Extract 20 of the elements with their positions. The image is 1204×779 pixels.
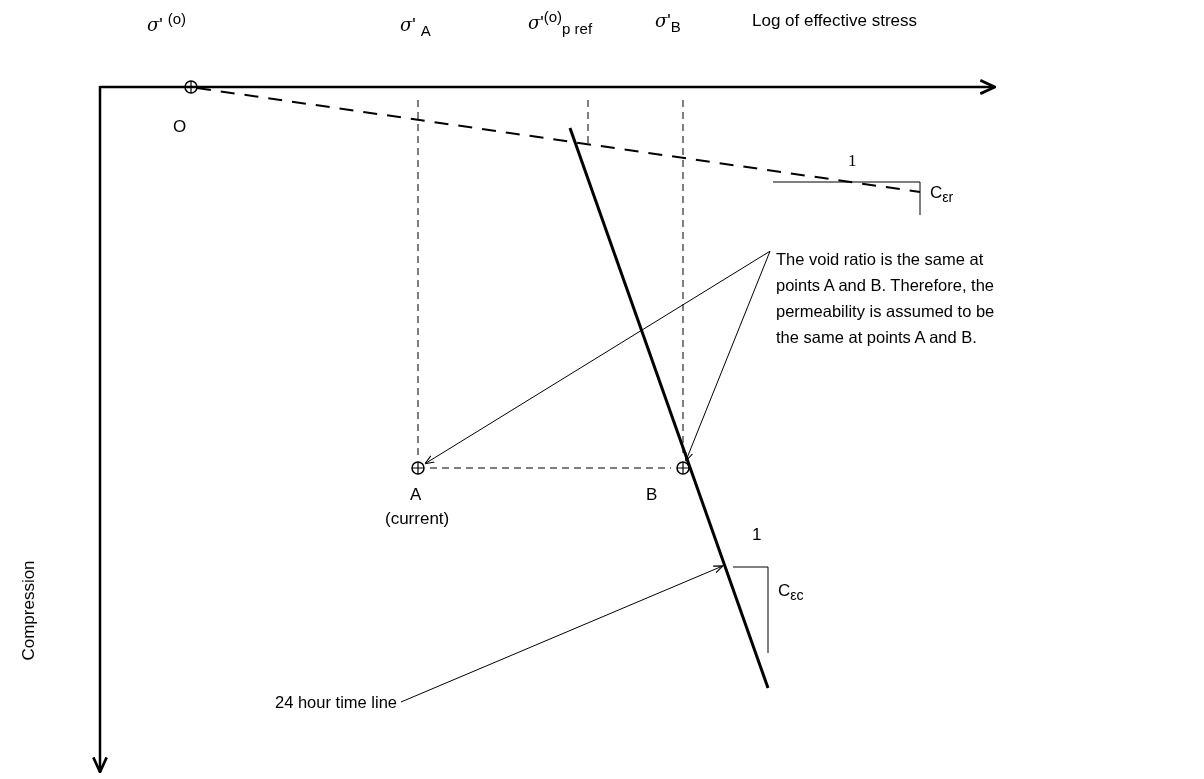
point-label: O [173,116,187,137]
slope-label: C$_{εr}$ [930,182,954,208]
annotation-text: The void ratio is the same at points A and B. Therefore, the permeability is assumed to be the same at points A and B. [776,246,1008,350]
point-label: (current) [385,508,450,529]
axis-title: Log of effective stress [752,10,918,31]
leader-line [685,250,771,462]
point-marker [411,461,425,475]
slope-label: 1 [752,524,762,545]
axis-tick-label: σ' $^{(o)}$ [147,9,187,36]
point-label: B [646,484,658,505]
slope-label: C$_{εc}$ [778,580,804,606]
time-line [570,128,768,688]
leader-line [424,250,771,465]
axis-title: Compression [17,560,39,661]
axis-tick-label: σ' $_{A}$ [400,14,431,41]
annotation-text: 24 hour time line [275,689,397,715]
slope-label: 1 [848,150,857,171]
point-label: A [410,484,422,505]
axis-tick-label: σ'$_{B}$ [655,10,681,37]
leader-line [400,565,724,703]
